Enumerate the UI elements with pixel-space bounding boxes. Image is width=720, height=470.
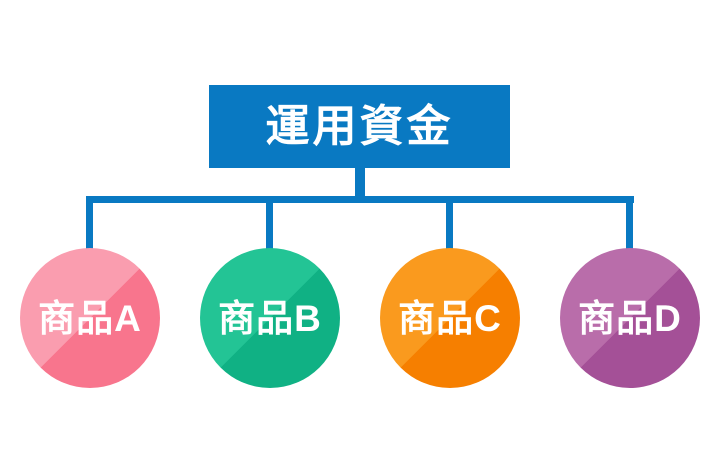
connector-drop-product-c <box>446 196 453 258</box>
leaf-node-product-d: 商品D <box>560 248 700 388</box>
connector-drop-product-b <box>266 196 273 258</box>
leaf-node-product-b: 商品B <box>200 248 340 388</box>
leaf-node-product-c: 商品C <box>380 248 520 388</box>
leaf-node-label-b: 商品B <box>218 297 322 339</box>
root-node-operating-funds: 運用資金 <box>209 85 510 168</box>
leaf-node-label-c: 商品C <box>398 297 502 339</box>
root-node-label: 運用資金 <box>265 101 454 151</box>
connector-stub-vertical <box>355 167 365 201</box>
leaf-node-label-d: 商品D <box>578 297 682 339</box>
connector-drop-product-a <box>86 196 93 258</box>
connector-horizontal-rail <box>86 196 634 203</box>
leaf-node-product-a: 商品A <box>20 248 160 388</box>
leaf-node-label-a: 商品A <box>38 297 142 339</box>
connector-drop-product-d <box>626 196 633 258</box>
